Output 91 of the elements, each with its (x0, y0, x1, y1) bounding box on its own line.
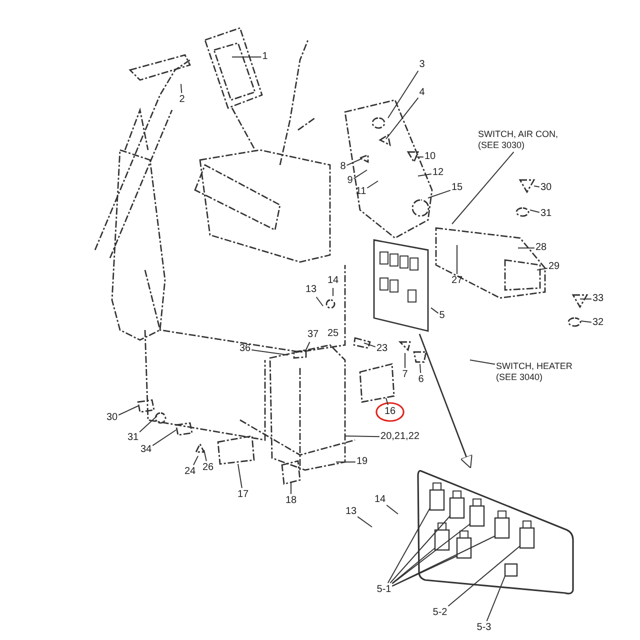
leader-line (386, 97, 419, 140)
leader-line (180, 84, 182, 94)
leader-line (428, 190, 451, 198)
callout-number: 28 (535, 242, 547, 254)
leader-line (418, 174, 432, 176)
callout-number: 16 (384, 406, 396, 418)
callout-number: 4 (419, 87, 425, 99)
callout-number: 33 (592, 293, 604, 305)
leader-line (420, 364, 422, 374)
callout-number: 30 (106, 412, 118, 424)
callout-number: 14 (327, 275, 339, 287)
leader-line (118, 406, 138, 416)
leader-line (486, 576, 506, 622)
callout-number: 30 (540, 182, 552, 194)
leader-line (357, 516, 372, 528)
relay-board-drawing (372, 238, 430, 333)
leader-line (430, 307, 439, 314)
callout-number: 19 (356, 456, 368, 468)
callout-number: 23 (376, 343, 388, 355)
leader-line (387, 508, 430, 584)
leader-line (344, 436, 380, 438)
callout-number: 32 (592, 317, 604, 329)
leader-line (238, 464, 242, 488)
leader-line (204, 450, 207, 462)
callout-number: 11 (356, 186, 366, 198)
callout-number: 36 (239, 343, 251, 355)
leader-line (232, 56, 262, 58)
leader-line (388, 70, 419, 118)
leader-line (346, 158, 362, 166)
leader-line (534, 186, 540, 188)
callout-number: 15 (451, 182, 463, 194)
callout-number: 7 (402, 369, 408, 381)
leader-line (392, 556, 458, 587)
leader-line (392, 524, 470, 584)
leader-line (448, 546, 520, 607)
callout-number: 1 (262, 51, 268, 63)
leader-line (452, 152, 514, 224)
callout-number: 31 (127, 432, 139, 444)
callout-number: 5-2 (432, 607, 448, 619)
leader-line (193, 456, 198, 466)
leader-line (536, 268, 548, 270)
relay-panel-drawing (415, 468, 575, 596)
arrow (418, 334, 472, 468)
part-note: SWITCH, HEATER (SEE 3040) (496, 361, 588, 383)
leader-line (316, 296, 324, 306)
callout-number: 13 (345, 506, 357, 518)
leader-line (470, 360, 496, 365)
leader-line (364, 342, 376, 348)
leader-line (392, 548, 436, 584)
leader-line (404, 352, 406, 368)
leader-line (386, 398, 388, 406)
leader-line (386, 504, 398, 514)
callout-number: 31 (540, 208, 552, 220)
callout-number: 17 (237, 489, 249, 501)
leader-line (152, 430, 176, 446)
callout-number: 6 (418, 374, 424, 386)
leader-line (139, 416, 158, 432)
callout-number: 24 (184, 466, 196, 478)
leader-line (392, 536, 496, 586)
leader-line (290, 482, 292, 494)
callout-number: 18 (285, 495, 297, 507)
leader-line (580, 298, 592, 300)
callout-number: 2 (179, 94, 185, 106)
callout-number: 37 (307, 329, 319, 341)
leader-line (390, 516, 450, 584)
callout-number: 25 (327, 328, 339, 340)
callout-number: 13 (305, 284, 317, 296)
leader-line (332, 288, 334, 296)
callout-number: 9 (347, 175, 353, 187)
callout-number: 5-1 (376, 584, 392, 596)
callout-number: 8 (340, 161, 346, 173)
leader-line (251, 349, 288, 356)
callout-number: 10 (424, 151, 436, 163)
callout-number: 26 (202, 462, 214, 474)
leader-line (580, 320, 592, 323)
part-note: SWITCH, AIR CON, (SEE 3030) (478, 129, 570, 151)
callout-number: 20,21,22 (380, 431, 420, 443)
callout-number: 27 (451, 275, 463, 287)
callout-number: 12 (432, 167, 444, 179)
leader-line (304, 342, 310, 352)
callout-number: 5-3 (476, 622, 492, 634)
callout-number: 29 (548, 261, 560, 273)
callout-number: 34 (140, 444, 152, 456)
leader-line (530, 210, 540, 213)
leader-line (456, 244, 458, 274)
leader-line (416, 156, 424, 158)
callout-number: 3 (419, 59, 425, 71)
callout-number: 14 (374, 494, 386, 506)
leader-line (353, 170, 368, 180)
callout-number: 5 (439, 310, 445, 322)
leader-line (366, 180, 378, 188)
